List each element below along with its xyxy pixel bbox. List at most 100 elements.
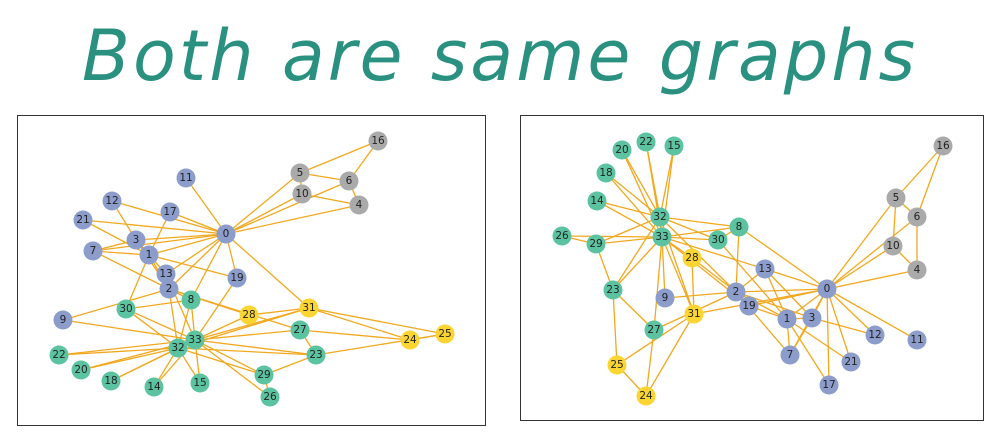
edge-28-33 xyxy=(194,314,250,341)
node-30: 30 xyxy=(116,299,136,319)
node-19: 19 xyxy=(227,268,247,288)
edge-28-31 xyxy=(248,307,310,316)
node-label: 25 xyxy=(610,359,623,371)
node-circle xyxy=(306,345,326,365)
edge-0-6 xyxy=(225,180,350,235)
node-label: 21 xyxy=(844,356,857,368)
node-label: 33 xyxy=(188,334,201,346)
edge-0-1 xyxy=(148,233,227,256)
node-label: 24 xyxy=(639,390,653,402)
node-circle xyxy=(156,264,176,284)
edge-0-5 xyxy=(826,197,897,290)
node-label: 23 xyxy=(309,349,322,361)
edge-0-7 xyxy=(92,233,227,252)
edge-14-33 xyxy=(153,339,196,388)
node-23: 23 xyxy=(603,280,623,300)
node-circle xyxy=(190,373,210,393)
edge-0-21 xyxy=(82,219,227,235)
edge-6-16 xyxy=(916,145,944,218)
node-2: 2 xyxy=(726,282,746,302)
node-label: 13 xyxy=(159,268,172,280)
edge-0-10 xyxy=(225,193,303,235)
edge-22-32 xyxy=(58,347,179,356)
node-circle xyxy=(933,136,953,156)
node-circle xyxy=(607,355,627,375)
node-0: 0 xyxy=(817,279,837,299)
edge-29-33 xyxy=(595,236,663,245)
node-label: 12 xyxy=(105,195,118,207)
node-circle xyxy=(865,325,885,345)
node-circle xyxy=(71,360,91,380)
edge-5-16 xyxy=(299,140,379,174)
node-label: 22 xyxy=(52,349,65,361)
edge-30-32 xyxy=(125,308,179,349)
edge-0-8 xyxy=(738,226,828,290)
node-label: 11 xyxy=(179,172,192,184)
node-circle xyxy=(596,163,616,183)
node-label: 28 xyxy=(242,309,255,321)
page-title: Both are same graphs xyxy=(81,15,919,97)
node-26: 26 xyxy=(552,226,572,246)
node-21: 21 xyxy=(841,352,861,372)
node-16: 16 xyxy=(933,136,953,156)
node-label: 19 xyxy=(742,300,755,312)
node-label: 15 xyxy=(193,377,206,389)
node-label: 19 xyxy=(230,272,243,284)
edge-9-33 xyxy=(62,319,196,341)
node-circle xyxy=(159,279,179,299)
node-16: 16 xyxy=(368,131,388,151)
node-circle xyxy=(126,230,146,250)
node-6: 6 xyxy=(907,207,927,227)
node-circle xyxy=(83,241,103,261)
node-20: 20 xyxy=(71,360,91,380)
node-label: 31 xyxy=(302,302,315,314)
node-label: 7 xyxy=(787,349,794,361)
node-label: 1 xyxy=(146,249,153,261)
node-circle xyxy=(841,352,861,372)
node-circle xyxy=(886,188,906,208)
node-20: 20 xyxy=(612,140,632,160)
node-circle xyxy=(907,330,927,350)
node-circle xyxy=(726,282,746,302)
node-27: 27 xyxy=(290,320,310,340)
edge-25-31 xyxy=(616,313,695,366)
node-17: 17 xyxy=(160,202,180,222)
node-circle xyxy=(73,210,93,230)
node-label: 7 xyxy=(90,245,97,257)
edge-19-33 xyxy=(194,277,238,341)
node-label: 18 xyxy=(599,167,612,179)
node-2: 2 xyxy=(159,279,179,299)
node-circle xyxy=(819,375,839,395)
edge-23-33 xyxy=(612,236,663,291)
node-14: 14 xyxy=(144,377,164,397)
node-22: 22 xyxy=(49,345,69,365)
edge-3-13 xyxy=(764,268,813,319)
node-label: 29 xyxy=(589,238,602,250)
node-label: 18 xyxy=(104,375,117,387)
edge-0-4 xyxy=(225,204,360,235)
node-label: 29 xyxy=(257,369,270,381)
edge-23-32 xyxy=(177,347,317,356)
node-32: 32 xyxy=(168,338,188,358)
node-label: 0 xyxy=(824,283,831,295)
node-label: 30 xyxy=(119,303,132,315)
node-15: 15 xyxy=(190,373,210,393)
node-label: 13 xyxy=(758,263,771,275)
node-circle xyxy=(636,386,656,406)
node-label: 10 xyxy=(886,240,899,252)
edge-24-31 xyxy=(308,307,411,341)
node-18: 18 xyxy=(101,371,121,391)
edge-0-8 xyxy=(190,233,227,301)
node-circle xyxy=(49,345,69,365)
node-label: 12 xyxy=(868,329,881,341)
node-11: 11 xyxy=(907,330,927,350)
node-9: 9 xyxy=(53,310,73,330)
node-circle xyxy=(636,132,656,152)
edge-30-33 xyxy=(125,308,196,341)
node-label: 5 xyxy=(297,167,304,179)
edge-1-19 xyxy=(148,254,238,279)
